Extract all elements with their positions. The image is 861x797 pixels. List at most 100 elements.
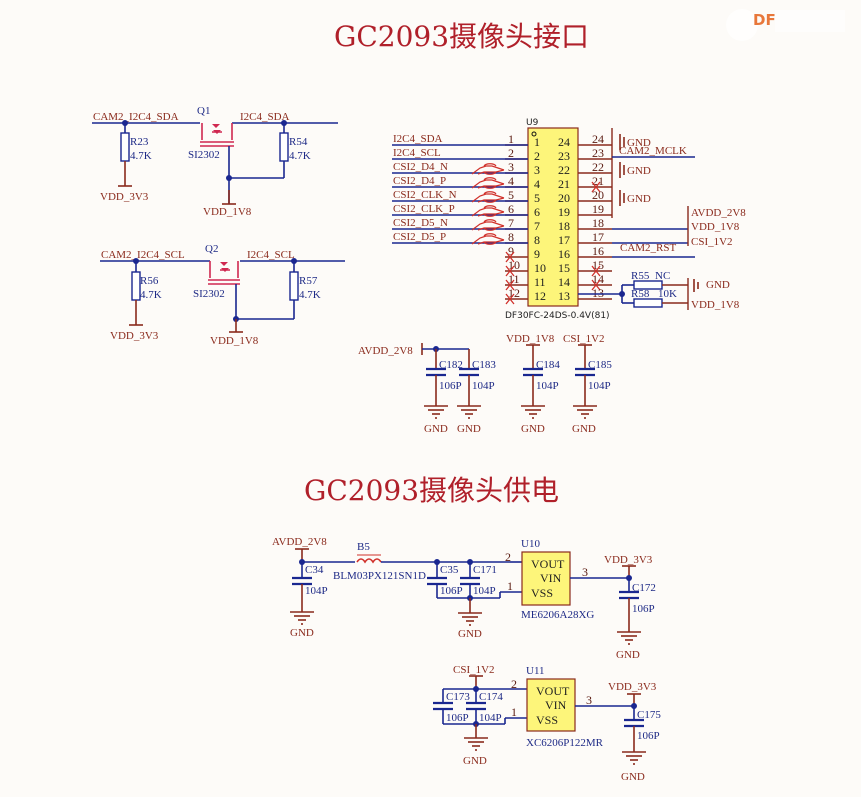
pin-label: VSS xyxy=(531,586,553,600)
net-label: CSI2_CLK_P xyxy=(393,203,455,215)
value-label: 104P xyxy=(305,585,328,597)
ref-label: Q2 xyxy=(205,243,218,255)
part-label: XC6206P122MR xyxy=(526,737,604,749)
value-label: 104P xyxy=(536,380,559,392)
value-label: 106P xyxy=(446,712,469,724)
value-label: 104P xyxy=(472,380,495,392)
ldo2-circuit: CSI_1V2 C173 106P C174 104P GND 2 1 VOUT… xyxy=(431,664,661,783)
pin-number: 22 xyxy=(592,160,604,174)
net-label: CAM2_I2C4_SDA xyxy=(93,111,179,123)
ref-label: U9 xyxy=(526,118,539,128)
pin-number-inner: 24 xyxy=(558,135,570,149)
ref-label: C174 xyxy=(479,691,503,703)
power-label: VDD_1V8 xyxy=(203,206,252,218)
pin-number: 23 xyxy=(592,146,604,160)
pin-number-inner: 4 xyxy=(534,177,540,191)
ref-label: C35 xyxy=(440,564,459,576)
ref-label: C183 xyxy=(472,359,496,371)
pin-number-inner: 7 xyxy=(534,219,540,233)
value-label: NC xyxy=(655,270,670,282)
pin-number: 24 xyxy=(592,132,604,146)
value-label: 10K xyxy=(658,288,677,300)
pin-number: 4 xyxy=(508,174,514,188)
ref-label: U10 xyxy=(521,538,540,550)
ref-label: B5 xyxy=(357,541,370,553)
pin-number-inner: 11 xyxy=(534,275,546,289)
no-connect-icon xyxy=(591,265,601,277)
pin-label: VIN xyxy=(545,698,567,712)
resistor-r54 xyxy=(279,132,289,162)
pin-number: 12 xyxy=(508,286,520,300)
resistor-r58 xyxy=(633,298,663,308)
sda-level-shifter: CAM2_I2C4_SDA I2C4_SDA R23 4.7K VDD_3V3 … xyxy=(92,105,338,218)
pin-number: 18 xyxy=(592,216,604,230)
pin-number: 10 xyxy=(508,258,520,272)
net-label: I2C4_SCL xyxy=(393,147,441,159)
gnd-label: GND xyxy=(424,423,448,435)
value-label: 4.7K xyxy=(140,289,162,301)
net-label: CSI2_CLK_N xyxy=(393,189,457,201)
value-label: 106P xyxy=(440,585,463,597)
ref-label: R54 xyxy=(289,136,308,148)
net-label: I2C4_SDA xyxy=(393,133,443,145)
net-label: CSI2_D4_N xyxy=(393,161,448,173)
power-label: VDD_3V3 xyxy=(100,191,149,203)
pin-number: 11 xyxy=(508,272,520,286)
pin-label: VIN xyxy=(540,571,562,585)
net-label: GND xyxy=(627,137,651,149)
net-label: GND xyxy=(627,193,651,205)
mosfet-q1 xyxy=(200,123,234,147)
pin-number-inner: 16 xyxy=(558,247,570,261)
net-label: I2C4_SDA xyxy=(240,111,290,123)
pin-number-inner: 6 xyxy=(534,205,540,219)
net-label: GND xyxy=(706,279,730,291)
part-label: ME6206A28XG xyxy=(521,609,594,621)
pin-number: 6 xyxy=(508,202,514,216)
pin-number: 3 xyxy=(586,693,592,707)
power-label: VDD_3V3 xyxy=(110,330,159,342)
power-label: VDD_1V8 xyxy=(210,335,259,347)
value-label: 106P xyxy=(637,730,660,742)
pin-number-inner: 14 xyxy=(558,275,570,289)
pin-number-inner: 5 xyxy=(534,191,540,205)
pin-number: 2 xyxy=(511,677,517,691)
net-label: I2C4_SCL xyxy=(247,249,295,261)
power-label: VDD_3V3 xyxy=(608,681,657,693)
net-label: GND xyxy=(627,165,651,177)
resistor-r56 xyxy=(131,271,141,301)
ldo1-circuit: AVDD_2V8 C34 104P GND B5 BLM03PX121SN1D … xyxy=(272,536,656,661)
logo-text: DF xyxy=(753,11,776,29)
pin-label: VOUT xyxy=(531,557,565,571)
part-label: SI2302 xyxy=(193,288,225,300)
ref-label: C171 xyxy=(473,564,497,576)
gnd-label: GND xyxy=(621,771,645,783)
ref-label: Q1 xyxy=(197,105,210,117)
ref-label: R23 xyxy=(130,136,149,148)
net-label: CAM2_MCLK xyxy=(619,145,687,157)
pin-number-inner: 15 xyxy=(558,261,570,275)
value-label: 106P xyxy=(439,380,462,392)
pin-number: 2 xyxy=(505,550,511,564)
pin-number: 3 xyxy=(582,565,588,579)
ldo-u11-body xyxy=(526,678,576,732)
part-label: SI2302 xyxy=(188,149,220,161)
pin-label: VOUT xyxy=(536,684,570,698)
no-connect-icon xyxy=(591,279,601,291)
pin-number: 7 xyxy=(508,216,514,230)
ref-label: R56 xyxy=(140,275,159,287)
value-label: 4.7K xyxy=(289,150,311,162)
value-label: 104P xyxy=(479,712,502,724)
power-label: CSI_1V2 xyxy=(453,664,495,676)
ref-label: R57 xyxy=(299,275,318,287)
ref-label: C34 xyxy=(305,564,324,576)
resistor-r57 xyxy=(289,271,299,301)
ref-label: C172 xyxy=(632,582,656,594)
no-connect-icon xyxy=(505,251,515,263)
pin-number: 14 xyxy=(592,272,604,286)
ref-label: C185 xyxy=(588,359,612,371)
value-label: 106P xyxy=(632,603,655,615)
gnd-label: GND xyxy=(458,628,482,640)
ref-label: R58 xyxy=(631,288,650,300)
